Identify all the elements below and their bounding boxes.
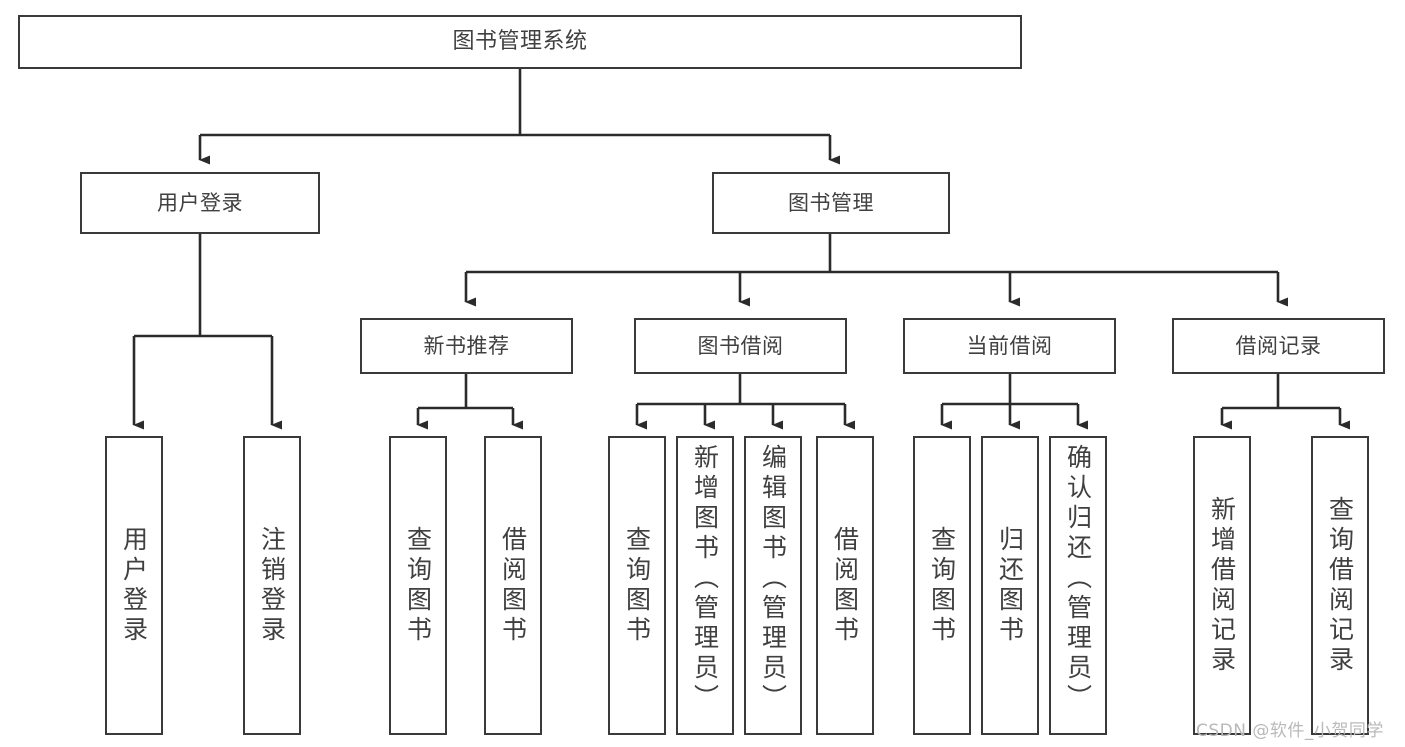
node-label: 确认归还（管理员） — [1063, 444, 1093, 714]
leaf-return-book[interactable]: 归还图书 — [981, 436, 1039, 735]
node-label: 用户登录 — [119, 525, 149, 646]
node-label: 查询图书 — [622, 525, 652, 646]
node-label: 查询图书 — [403, 525, 433, 646]
node-label: 图书借阅 — [697, 333, 784, 358]
user-login-to-leaves-connectors — [132, 234, 282, 430]
node-label: 用户登录 — [157, 190, 243, 215]
node-label: 新书推荐 — [423, 333, 510, 358]
leaf-borrow-book-1[interactable]: 借阅图书 — [484, 436, 542, 735]
root-to-level1-connectors — [198, 69, 840, 165]
leaf-user-login[interactable]: 用户登录 — [105, 436, 163, 735]
csdn-watermark: CSDN @软件_小贺同学 — [1196, 721, 1384, 741]
book-manage-to-level2-connectors — [464, 234, 1288, 307]
leaf-query-book-2[interactable]: 查询图书 — [608, 436, 666, 735]
book-borrow-to-leaves-connectors — [635, 374, 855, 430]
node-label: 归还图书 — [995, 525, 1025, 646]
node-root-system[interactable]: 图书管理系统 — [18, 15, 1022, 69]
node-label: 借阅记录 — [1235, 333, 1322, 358]
borrow-record-to-leaves-connectors — [1220, 374, 1350, 430]
leaf-query-book-3[interactable]: 查询图书 — [913, 436, 971, 735]
node-label: 图书管理系统 — [452, 29, 588, 55]
leaf-query-record[interactable]: 查询借阅记录 — [1311, 436, 1369, 735]
node-label: 编辑图书（管理员） — [758, 444, 788, 714]
leaf-borrow-book-2[interactable]: 借阅图书 — [816, 436, 874, 735]
node-label: 新增借阅记录 — [1207, 495, 1237, 676]
node-label: 图书管理 — [788, 190, 874, 215]
leaf-user-logout[interactable]: 注销登录 — [243, 436, 301, 735]
current-borrow-to-leaves-connectors — [940, 374, 1088, 430]
node-label: 新增图书（管理员） — [690, 444, 720, 714]
node-label: 借阅图书 — [830, 525, 860, 646]
node-label: 借阅图书 — [498, 525, 528, 646]
node-new-book-recommend[interactable]: 新书推荐 — [360, 318, 573, 374]
node-user-login[interactable]: 用户登录 — [80, 172, 320, 234]
node-borrow-record[interactable]: 借阅记录 — [1172, 318, 1385, 374]
leaf-confirm-return[interactable]: 确认归还（管理员） — [1049, 436, 1107, 735]
node-current-borrow[interactable]: 当前借阅 — [903, 318, 1116, 374]
leaf-edit-book[interactable]: 编辑图书（管理员） — [744, 436, 802, 735]
new-book-recommend-to-leaves-connectors — [416, 374, 523, 430]
node-label: 查询图书 — [927, 525, 957, 646]
node-book-manage[interactable]: 图书管理 — [712, 172, 950, 234]
node-label: 查询借阅记录 — [1325, 495, 1355, 676]
leaf-add-book[interactable]: 新增图书（管理员） — [676, 436, 734, 735]
leaf-add-record[interactable]: 新增借阅记录 — [1193, 436, 1251, 735]
leaf-query-book-1[interactable]: 查询图书 — [389, 436, 447, 735]
node-label: 注销登录 — [257, 525, 287, 646]
node-label: 当前借阅 — [966, 333, 1053, 358]
node-book-borrow[interactable]: 图书借阅 — [634, 318, 847, 374]
